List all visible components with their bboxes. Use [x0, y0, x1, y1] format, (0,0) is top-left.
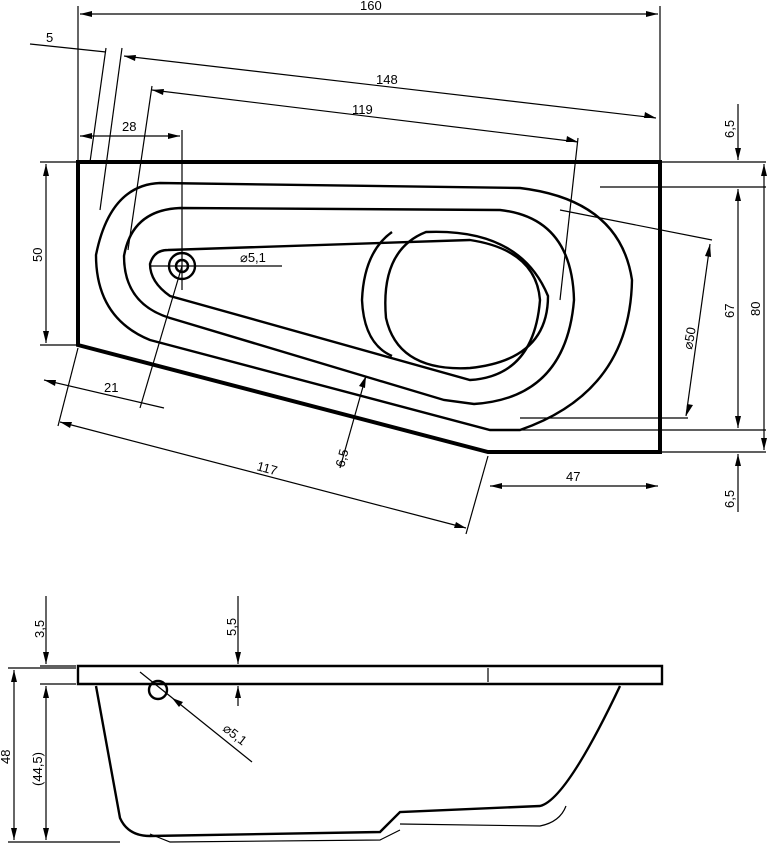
- circle-seat-step: [360, 231, 393, 358]
- dim-label-50: 50: [30, 248, 45, 262]
- dim-line-21: [43, 379, 165, 409]
- tub-outline: [76, 160, 662, 454]
- dim-label-47: 47: [566, 469, 580, 484]
- dim-line-119: [151, 89, 579, 143]
- drain-leader-diag: [139, 265, 183, 409]
- dim-label-total-height: 48: [0, 750, 13, 764]
- dim-label-drain-plan: ⌀5,1: [240, 250, 266, 265]
- dim-label-21: 21: [104, 380, 118, 395]
- dim-label-circle-50: ⌀50: [680, 326, 699, 351]
- dim-label-28: 28: [122, 119, 136, 134]
- dim-label-80: 80: [748, 302, 763, 316]
- dim-label-148: 148: [376, 72, 398, 87]
- dim-label-rim-thickness: 3,5: [32, 620, 47, 638]
- dim-label-rim-angled: 6,5: [332, 447, 351, 468]
- dim-line-117: [59, 421, 467, 529]
- rim-contour-inner: [122, 206, 576, 406]
- dim-label-160: 160: [360, 0, 382, 13]
- side-drain-leader: [139, 671, 253, 763]
- dim-label-67: 67: [722, 304, 737, 318]
- basin-contour: [148, 238, 542, 382]
- side-view: ⌀5,1 3,5 5,5 48 (44,5): [0, 596, 664, 843]
- dim-label-rim-top: 6,5: [722, 120, 737, 138]
- side-body: [94, 685, 622, 838]
- dim-line-148: [123, 55, 657, 119]
- dim-line-rim-angled: [339, 375, 367, 469]
- dim-label-drain-side: ⌀5,1: [220, 721, 250, 749]
- plan-view: 160 5 148 119 28 50 ⌀5,1: [29, 0, 767, 535]
- side-rim: [76, 664, 664, 686]
- dim-label-117: 117: [255, 458, 279, 478]
- side-feet: [149, 805, 567, 843]
- dim-label-inner-depth: (44,5): [30, 752, 45, 786]
- circle-seat: [384, 230, 550, 370]
- dim-label-inner-rim: 5,5: [224, 618, 239, 636]
- dim-label-119: 119: [352, 102, 373, 117]
- dim-label-rim-bottom: 6,5: [722, 490, 737, 508]
- side-drain: [147, 679, 169, 701]
- dim-label-5: 5: [46, 30, 53, 45]
- rim-contour-outer: [94, 181, 634, 432]
- dim-line-circle-50: [685, 243, 711, 417]
